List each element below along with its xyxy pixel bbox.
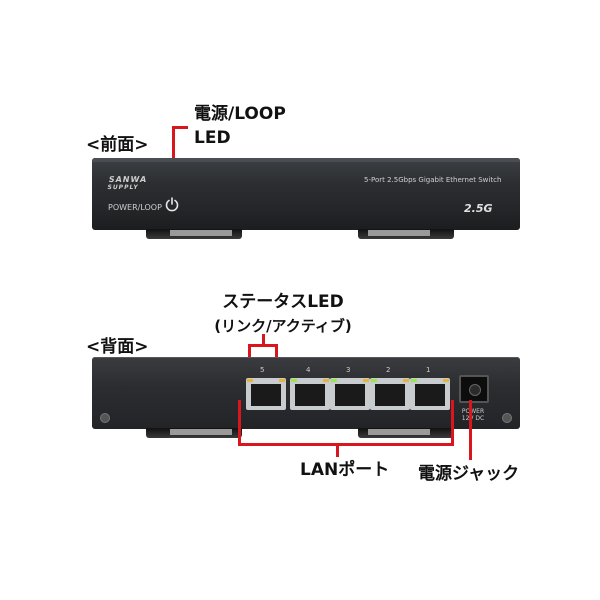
power-jack-label: POWER 12V DC	[458, 408, 488, 422]
port-number-2: 2	[386, 366, 391, 374]
status-led	[411, 379, 417, 382]
status-led	[403, 379, 409, 382]
power-loop-label: POWER/LOOP	[108, 203, 162, 212]
status-callout-line-1: ステータスLED	[222, 292, 344, 312]
foot-bracket-left	[170, 230, 232, 236]
status-led	[323, 379, 329, 382]
port-socket	[415, 384, 445, 406]
status-led	[279, 379, 285, 382]
status-bracket-stem	[262, 334, 265, 345]
model-text: 5-Port 2.5Gbps Gigabit Ethernet Switch	[364, 176, 502, 184]
port-socket	[375, 384, 405, 406]
lan-port[interactable]	[246, 378, 286, 410]
switch-front-panel: SANWA SUPPLY POWER/LOOP 5-Port 2.5Gbps G…	[92, 158, 520, 230]
status-led	[443, 379, 449, 382]
status-led	[247, 379, 253, 382]
front-panel-top-edge	[92, 158, 520, 162]
port-socket	[335, 384, 365, 406]
power-icon	[164, 196, 180, 212]
status-led	[291, 379, 297, 382]
screw-right	[502, 413, 512, 423]
status-callout-line-2: (リンク/アクティブ)	[214, 317, 352, 335]
callout-line-1: 電源/LOOP	[194, 104, 286, 124]
port-number-5: 5	[260, 366, 265, 374]
power-jack-callout-line	[469, 400, 472, 460]
brand-line-1: SANWA	[108, 175, 148, 184]
brand-line-2: SUPPLY	[106, 184, 140, 191]
power-label-line-2: 12V DC	[461, 415, 485, 422]
lan-bracket-bottom	[238, 443, 454, 446]
foot-bracket-right	[368, 429, 430, 435]
power-loop-led-callout: 電源/LOOP LED	[194, 102, 286, 150]
power-jack[interactable]	[459, 375, 489, 403]
callout-line-2: LED	[194, 128, 231, 148]
port-socket	[295, 384, 325, 406]
speed-badge: 2.5G	[464, 202, 493, 215]
status-led	[363, 379, 369, 382]
power-jack-pin	[469, 384, 481, 396]
lan-port[interactable]	[290, 378, 330, 410]
status-led	[331, 379, 337, 382]
brand-logo: SANWA SUPPLY	[106, 175, 148, 192]
lan-bracket-stem	[336, 443, 339, 457]
front-section-label: <前面>	[86, 135, 149, 155]
port-socket	[251, 384, 281, 406]
lan-bracket-left	[238, 400, 241, 446]
screw-left	[100, 413, 110, 423]
foot-bracket-left	[170, 429, 232, 435]
callout-line-vertical	[172, 126, 175, 188]
lan-port[interactable]	[330, 378, 370, 410]
lan-bracket-right	[451, 400, 454, 446]
status-led	[371, 379, 377, 382]
status-bracket-top	[248, 344, 278, 347]
port-number-1: 1	[426, 366, 431, 374]
power-jack-callout: 電源ジャック	[418, 464, 520, 484]
status-led-callout: ステータスLED (リンク/アクティブ)	[208, 290, 358, 338]
lan-port[interactable]	[370, 378, 410, 410]
lan-port-callout: LANポート	[300, 460, 390, 480]
back-section-label: <背面>	[86, 337, 149, 357]
port-number-3: 3	[346, 366, 351, 374]
port-number-4: 4	[306, 366, 311, 374]
power-label-line-1: POWER	[461, 408, 485, 415]
callout-line-horizontal	[172, 126, 188, 129]
lan-port[interactable]	[410, 378, 450, 410]
foot-bracket-right	[368, 230, 430, 236]
